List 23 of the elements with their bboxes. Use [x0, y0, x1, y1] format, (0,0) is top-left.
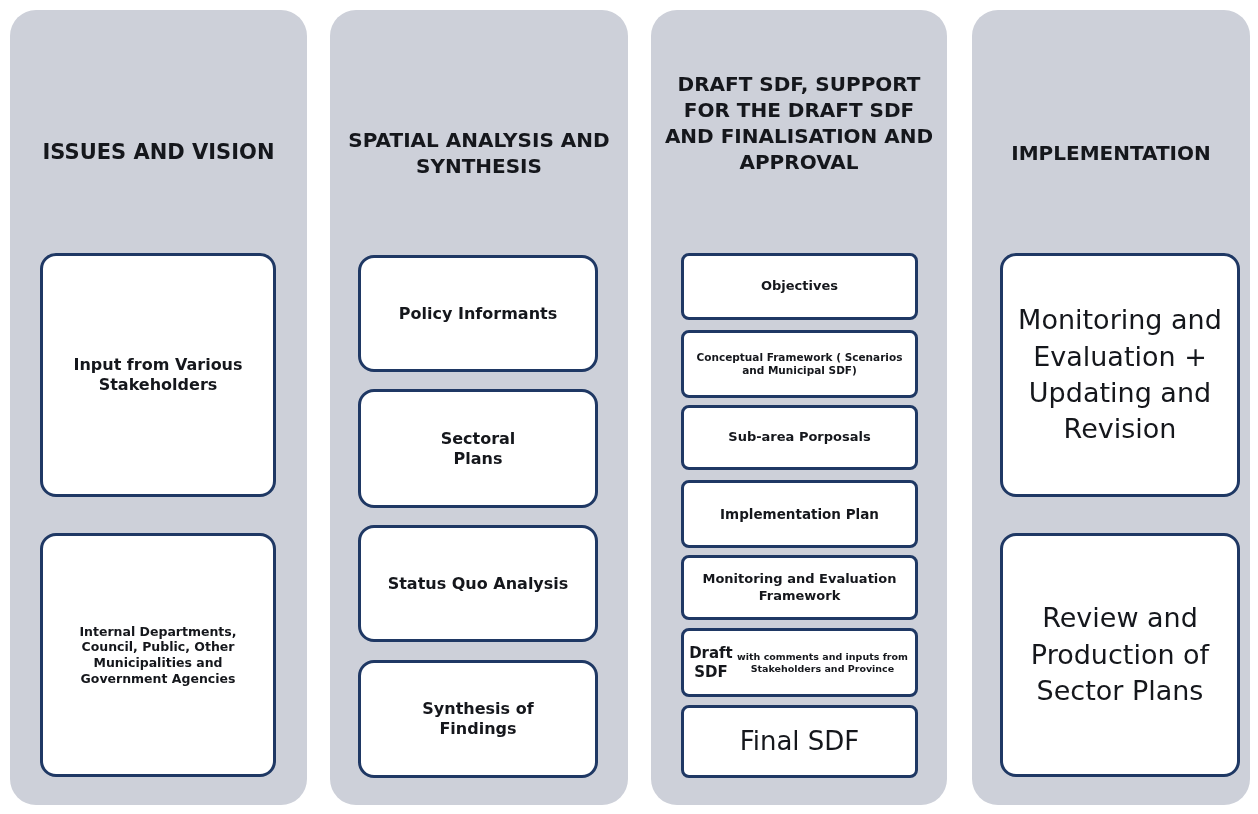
column-panel	[330, 10, 628, 805]
column-panel	[651, 10, 947, 805]
column-heading: IMPLEMENTATION	[1010, 139, 1212, 167]
process-box: Conceptual Framework ( Scenarios and Municipal SDF)	[681, 330, 918, 398]
process-box: Sectoral Plans	[358, 389, 598, 508]
process-box: Review and Production of Sector Plans	[1000, 533, 1240, 777]
column-heading: SPATIAL ANALYSIS AND SYNTHESIS	[347, 126, 611, 180]
column-heading: ISSUES AND VISION	[41, 138, 276, 166]
process-box: Final SDF	[681, 705, 918, 778]
process-box: Status Quo Analysis	[358, 525, 598, 642]
column-heading: DRAFT SDF, SUPPORT FOR THE DRAFT SDF AND FINALISATION AND APPROVAL	[663, 70, 935, 176]
process-box: Policy Informants	[358, 255, 598, 372]
process-box: Implementation Plan	[681, 480, 918, 548]
process-box: Internal Departments, Council, Public, Other Municipalities and Government Agencies	[40, 533, 276, 777]
column-panel	[10, 10, 307, 805]
process-box: Monitoring and Evaluation + Updating and Revision	[1000, 253, 1240, 497]
process-box: Draft SDF with comments and inputs from Stakeholders and Province	[681, 628, 918, 697]
process-box: Sub-area Porposals	[681, 405, 918, 470]
process-box: Input from Various Stakeholders	[40, 253, 276, 497]
process-box: Objectives	[681, 253, 918, 320]
column-panel	[972, 10, 1250, 805]
process-box: Monitoring and Evaluation Framework	[681, 555, 918, 620]
process-box: Synthesis of Findings	[358, 660, 598, 778]
